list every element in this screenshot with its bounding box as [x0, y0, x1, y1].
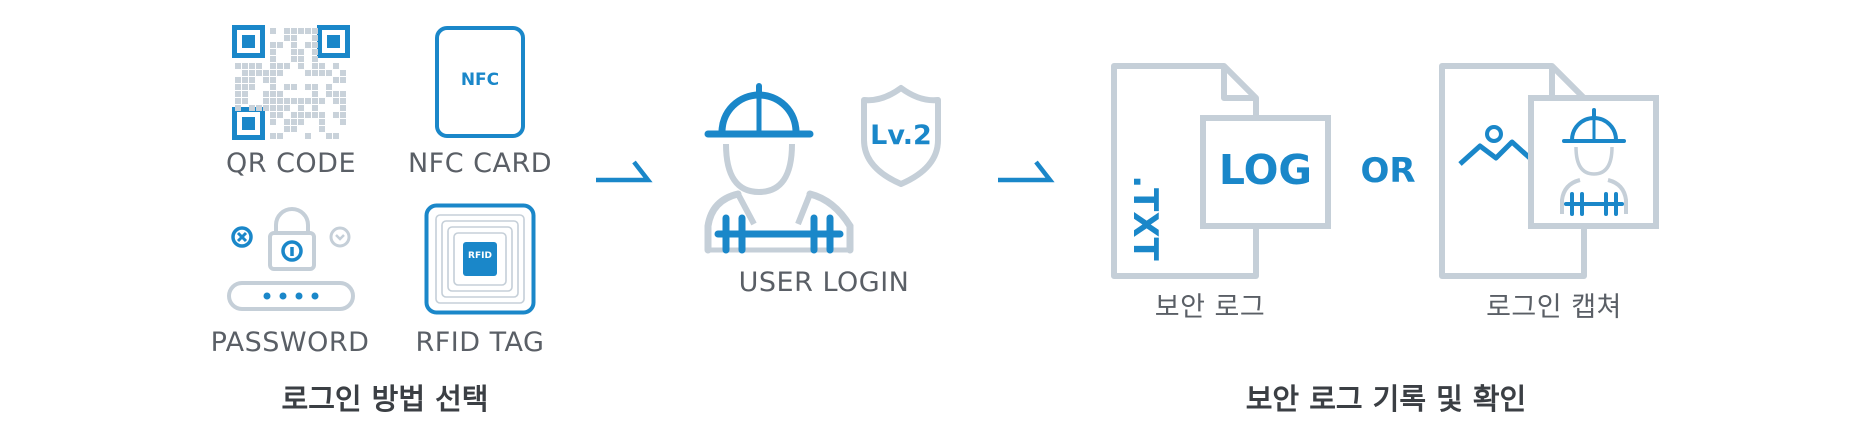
txt-vertical-label: .TXT: [1125, 175, 1165, 261]
security-log-section-title: 보안 로그 기록 및 확인: [1245, 382, 1527, 416]
qr-code-icon: [232, 25, 350, 140]
user-login-label: USER LOGIN: [738, 267, 910, 298]
arrow-right-icon-2: [998, 160, 1055, 183]
arrow-right-icon: [596, 160, 653, 183]
password-label: PASSWORD: [210, 327, 370, 358]
shield-level-icon: [861, 85, 941, 187]
nfc-card-label: NFC CARD: [407, 148, 553, 179]
or-text: OR: [1360, 151, 1416, 191]
security-log-document-icon: [1111, 63, 1331, 279]
rfid-tag-icon: [424, 203, 536, 315]
worker-user-icon: [704, 83, 854, 254]
login-capture-document-icon: [1439, 63, 1659, 279]
password-icon: [227, 207, 355, 311]
qr-code-label: QR CODE: [225, 148, 357, 179]
level-badge-text: Lv.2: [870, 120, 932, 151]
log-badge-text: LOG: [1218, 146, 1313, 194]
nfc-chip-text: NFC: [460, 70, 500, 90]
nfc-card-icon: [435, 26, 525, 138]
rfid-chip-text: RFID: [468, 251, 492, 261]
login-method-section-title: 로그인 방법 선택: [281, 382, 489, 416]
rfid-tag-label: RFID TAG: [415, 327, 545, 358]
login-capture-label: 로그인 캡쳐: [1486, 292, 1622, 323]
security-log-label: 보안 로그: [1154, 292, 1266, 323]
